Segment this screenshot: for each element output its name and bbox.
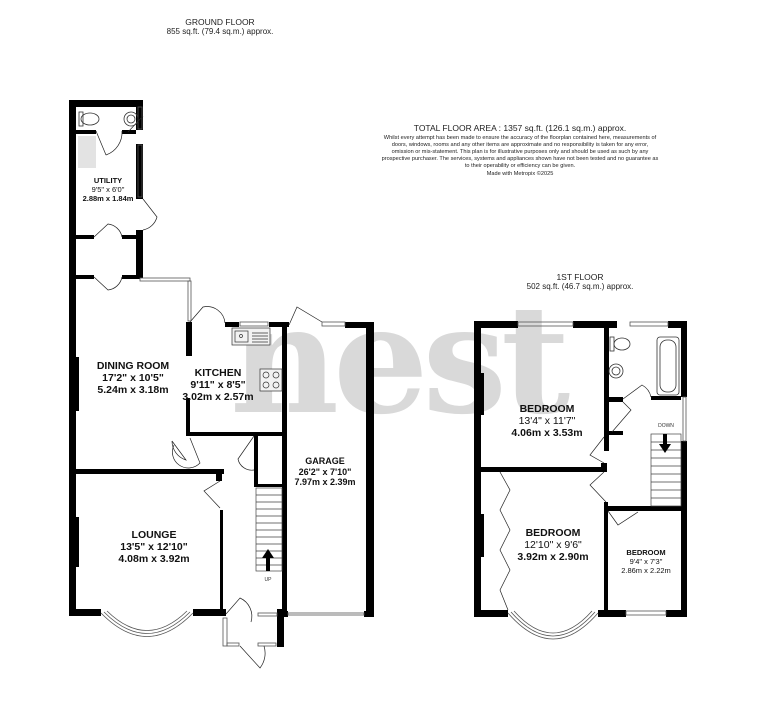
- room-label-utility: UTILITY 9'5" x 6'0" 2.88m x 1.84m: [82, 176, 134, 203]
- ground-floor-area: 855 sq.ft. (79.4 sq.m.) approx.: [166, 27, 274, 36]
- total-floor-area: TOTAL FLOOR AREA : 1357 sq.ft. (126.1 sq…: [413, 123, 627, 133]
- first-floor-title: 1ST FLOOR: [556, 272, 604, 282]
- room-label-bedroom-1: BEDROOM 13'4" x 11'7" 4.06m x 3.53m: [511, 403, 583, 439]
- ground-floor-fixtures: [78, 111, 139, 127]
- total-floor-area-block: TOTAL FLOOR AREA : 1357 sq.ft. (126.1 sq…: [380, 123, 660, 178]
- first-floor-windows: [507, 321, 687, 640]
- made-with-credit: Made with Metropix ©2025: [486, 171, 554, 177]
- room-label-dining-room: DINING ROOM 17'2" x 10'5" 5.24m x 3.18m: [96, 360, 170, 396]
- room-label-garage: GARAGE 26'2" x 7'10" 7.97m x 2.39m: [294, 456, 356, 487]
- room-label-bedroom-2: BEDROOM 12'10" x 9'6" 3.92m x 2.90m: [517, 527, 589, 563]
- stairs-down-label: DOWN: [658, 423, 674, 429]
- stairs-up-label: UP: [264, 577, 272, 583]
- ground-floor-windows: [100, 106, 365, 647]
- stairs-down-arrow-icon: [659, 434, 671, 453]
- ground-floor-header: GROUND FLOOR 855 sq.ft. (79.4 sq.m.) app…: [130, 17, 310, 37]
- first-floor-doors: [499, 384, 652, 611]
- room-label-bedroom-3: BEDROOM 9'4" x 7'3" 2.86m x 2.22m: [621, 548, 671, 575]
- utility-appliance-space: [78, 136, 96, 168]
- kitchen-fixtures: [231, 327, 283, 392]
- bathroom-fixtures: [608, 336, 680, 396]
- room-label-kitchen: KITCHEN 9'11" x 8'5" 3.02m x 2.57m: [182, 367, 254, 403]
- stairs-up-arrow-icon: [262, 549, 274, 571]
- disclaimer: Whilst every attempt has been made to en…: [381, 135, 659, 169]
- ground-floor-doors: [93, 115, 323, 669]
- first-floor-area: 502 sq.ft. (46.7 sq.m.) approx.: [526, 282, 634, 291]
- ground-floor-title: GROUND FLOOR: [185, 17, 255, 27]
- first-floor-header: 1ST FLOOR 502 sq.ft. (46.7 sq.m.) approx…: [490, 272, 670, 292]
- ground-floor-walls: [69, 100, 374, 647]
- first-floor-walls: [474, 321, 687, 617]
- room-label-lounge: LOUNGE 13'5" x 12'10" 4.08m x 3.92m: [118, 529, 190, 565]
